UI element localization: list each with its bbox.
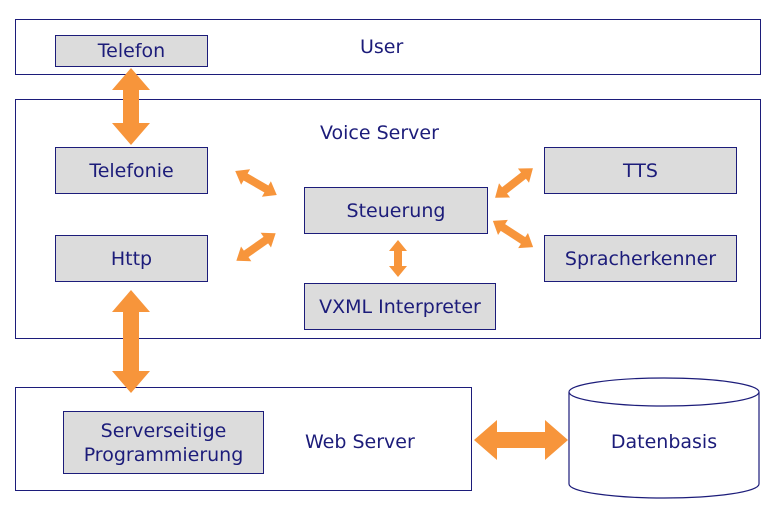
steuerung-label: Steuerung (346, 199, 446, 222)
steuerung-box: Steuerung (304, 187, 488, 234)
datenbasis-label: Datenbasis (610, 431, 718, 453)
serverseitige-programmierung-box: Serverseitige Programmierung (63, 411, 264, 474)
voice-server-title: Voice Server (320, 122, 439, 144)
vxml-interpreter-box: VXML Interpreter (304, 283, 496, 330)
user-title: User (360, 36, 404, 58)
telefonie-label: Telefonie (89, 159, 174, 182)
spracherkenner-label: Spracherkenner (564, 247, 717, 270)
http-box: Http (55, 235, 208, 282)
vxml-interpreter-label: VXML Interpreter (319, 295, 481, 318)
database-cylinder (568, 377, 760, 499)
arrow-telefon-telefonie (112, 68, 150, 145)
telefon-label: Telefon (97, 40, 166, 62)
arrow-telefonie-steuerung (235, 169, 277, 197)
arrow-steuerung-spracherkenner (492, 219, 534, 249)
arrow-webserver-datenbasis (474, 420, 568, 460)
tts-label: TTS (623, 159, 658, 182)
serverseitige-label-line2: Programmierung (83, 443, 244, 466)
tts-box: TTS (544, 147, 737, 194)
web-server-title: Web Server (305, 431, 415, 453)
telefon-box: Telefon (55, 35, 208, 67)
arrow-http-webserver (112, 290, 150, 393)
arrow-steuerung-vxml (389, 240, 407, 277)
http-label: Http (110, 247, 153, 270)
arrow-steuerung-tts (495, 168, 533, 198)
arrow-http-steuerung (236, 232, 276, 262)
serverseitige-label-line1: Serverseitige (100, 419, 227, 442)
spracherkenner-box: Spracherkenner (544, 235, 737, 282)
telefonie-box: Telefonie (55, 147, 208, 194)
